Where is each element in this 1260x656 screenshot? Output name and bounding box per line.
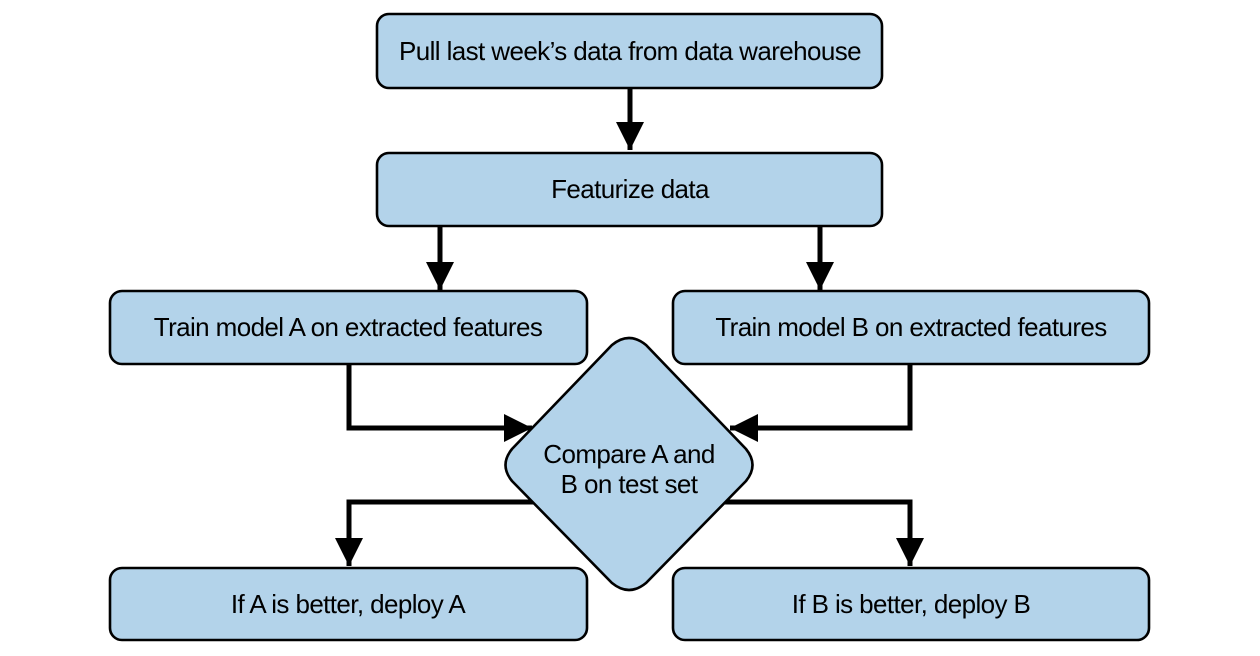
node-deploy-b: If B is better, deploy B bbox=[671, 566, 1151, 642]
node-deploy-a-label: If A is better, deploy A bbox=[231, 589, 466, 619]
node-pull-data: Pull last week’s data from data warehous… bbox=[375, 12, 884, 90]
node-train-a-label: Train model A on extracted features bbox=[154, 312, 543, 342]
node-compare-label-line1: Compare A and bbox=[543, 439, 714, 469]
node-featurize: Featurize data bbox=[375, 151, 884, 228]
arrow-compare-to-deploy-a bbox=[335, 499, 535, 566]
node-featurize-box bbox=[375, 151, 884, 228]
node-deploy-a: If A is better, deploy A bbox=[108, 566, 589, 642]
node-pull-data-label: Pull last week’s data from data warehous… bbox=[399, 36, 861, 66]
node-deploy-b-label: If B is better, deploy B bbox=[792, 589, 1031, 619]
node-featurize-label: Featurize data bbox=[551, 174, 710, 204]
node-train-a: Train model A on extracted features bbox=[108, 289, 589, 366]
arrow-compare-to-deploy-b bbox=[724, 499, 924, 566]
node-train-b-box bbox=[671, 289, 1151, 366]
node-deploy-b-box bbox=[671, 566, 1151, 642]
arrow-train-a-to-compare bbox=[346, 364, 532, 442]
node-train-b: Train model B on extracted features bbox=[671, 289, 1151, 366]
arrow-train-b-to-compare bbox=[730, 364, 913, 442]
node-train-b-label: Train model B on extracted features bbox=[715, 312, 1107, 342]
node-compare-diamond bbox=[504, 336, 754, 592]
node-compare-label-line2: B on test set bbox=[561, 469, 699, 499]
node-deploy-a-box bbox=[108, 566, 589, 642]
node-train-a-box bbox=[108, 289, 589, 366]
node-compare: Compare A and B on test set bbox=[504, 336, 754, 592]
node-pull-data-box bbox=[375, 12, 884, 90]
connectors bbox=[335, 89, 924, 566]
